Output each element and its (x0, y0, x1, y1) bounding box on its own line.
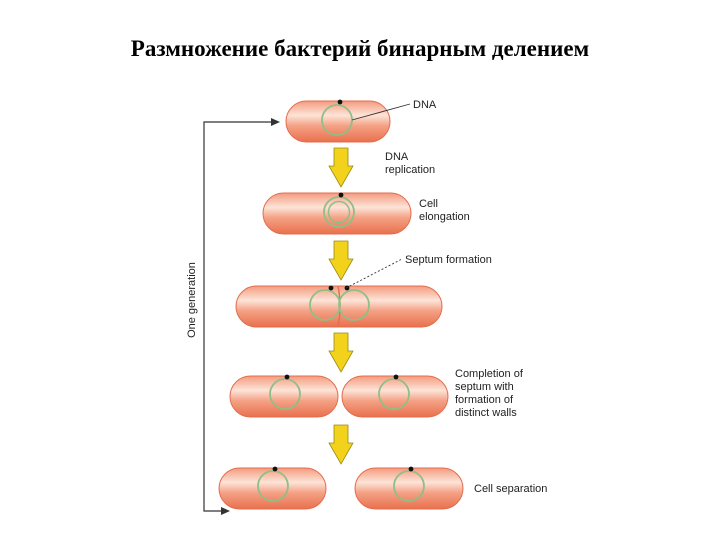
one-generation-label: One generation (186, 262, 198, 338)
cell-separation-label: Cell separation (474, 483, 547, 495)
page-title: Размножение бактерий бинарным делением (130, 36, 590, 61)
cell-stage-1 (285, 99, 391, 143)
generation-bracket (203, 118, 280, 515)
completion-label: Completion of septum with formation of d… (455, 368, 526, 419)
septum-formation-label: Septum formation (405, 254, 492, 266)
cell-stage-4-right (341, 374, 449, 418)
cell-stage-3 (235, 285, 443, 328)
cell-stage-4-left (229, 374, 339, 418)
dna-replication-label: DNA replication (385, 151, 435, 176)
down-arrow-3 (328, 332, 354, 373)
cell-stage-5-left (218, 466, 327, 510)
cell-elongation-label: Cell elongation (419, 198, 470, 223)
dna-label: DNA (413, 99, 437, 111)
cell-stage-5-right (354, 466, 464, 510)
cell-stage-2 (262, 192, 412, 235)
down-arrow-1 (328, 147, 354, 188)
down-arrow-2 (328, 240, 354, 281)
down-arrow-4 (328, 424, 354, 465)
